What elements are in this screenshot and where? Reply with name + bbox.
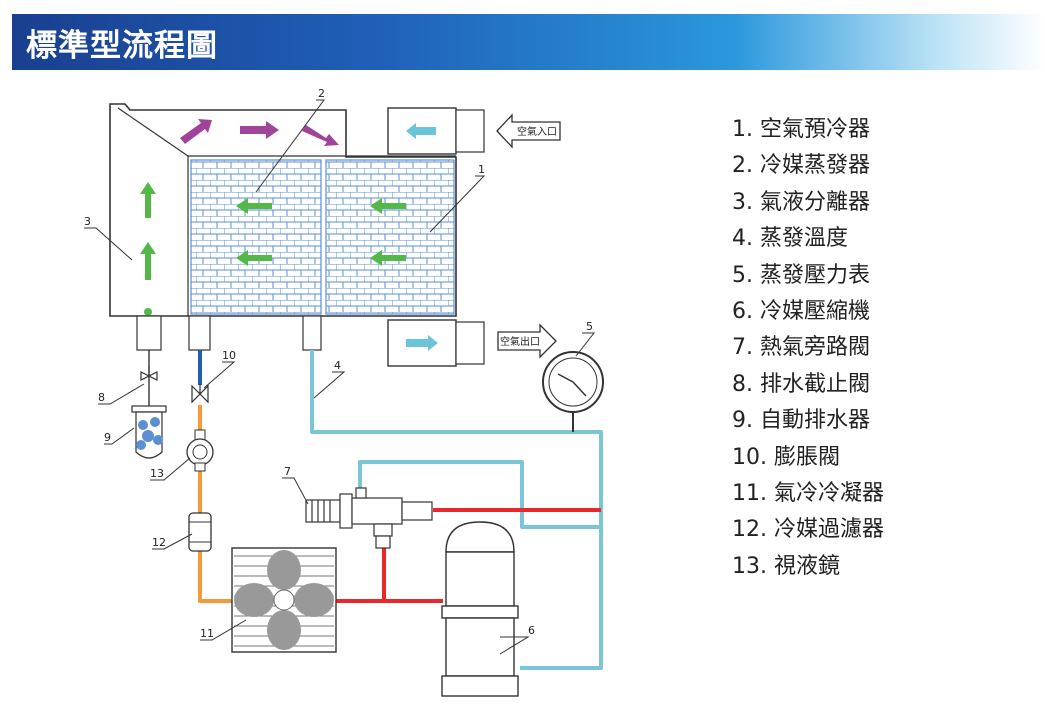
legend-item: 6. 冷媒壓縮機 [732,299,870,325]
callout-4: 4 [334,359,341,372]
legend-item: 8. 排水截止閥 [732,371,870,397]
page-title: 標準型流程圖 [26,28,218,64]
callout-3: 3 [84,215,91,228]
refrigerant-compressor [441,521,519,697]
refrigerant-filter [188,512,212,552]
callout-9: 9 [104,431,111,444]
legend-item: 12. 冷媒過濾器 [732,517,884,543]
component-legend: 1. 空氣預冷器 2. 冷媒蒸發器 3. 氣液分離器 4. 蒸發溫度 5. 蒸發… [732,112,884,585]
fan-blades-icon [234,550,334,650]
air-outlet-arrow [497,323,557,359]
legend-item: 9. 自動排水器 [732,408,870,434]
legend-item: 5. 蒸發壓力表 [732,262,870,288]
auto-drain [131,405,167,459]
evaporation-pressure-gauge [542,351,604,432]
callout-13: 13 [150,467,164,480]
housing-outlets [136,315,322,351]
air-inlet-label: 空氣入口 [517,125,557,138]
refrigerant-evaporator-panel [190,159,322,315]
callout-6: 6 [528,624,535,637]
air-inlet-arrow [496,113,561,149]
legend-item: 7. 熱氣旁路閥 [732,335,870,361]
hot-air-arrows [180,119,339,146]
legend-item: 13. 視液鏡 [732,553,840,579]
air-outlet-label: 空氣出口 [500,335,540,348]
legend-item: 3. 氣液分離器 [732,189,870,215]
title-bar [12,14,1045,70]
air-outlet-box [387,319,485,367]
legend-item: 2. 冷媒蒸發器 [732,153,870,179]
pipes [148,350,603,670]
callout-11: 11 [200,627,214,640]
callout-10: 10 [222,349,236,362]
airflow-arrows [140,182,406,316]
callout-2: 2 [318,87,325,100]
hot-gas-bypass-valve [305,487,433,549]
callout-1: 1 [478,163,485,176]
callout-leaders [84,99,596,655]
callout-7: 7 [284,465,291,478]
callout-numbers: 2 1 3 4 5 6 7 8 9 10 11 12 13 [84,87,593,640]
legend-item: 1. 空氣預冷器 [732,117,870,142]
legend-item: 10. 膨脹閥 [732,444,840,470]
air-precooler-panel [325,159,455,315]
legend-item: 11. 氣冷冷凝器 [732,481,884,507]
air-inlet-box [387,107,485,155]
callout-5: 5 [586,320,593,333]
sight-glass [186,429,214,472]
air-cooled-condenser [231,547,337,653]
expansion-valve [191,384,209,404]
drain-stop-valve [140,366,158,381]
callout-12: 12 [152,536,166,549]
legend-item: 4. 蒸發溫度 [732,226,848,252]
callout-8: 8 [98,391,105,404]
